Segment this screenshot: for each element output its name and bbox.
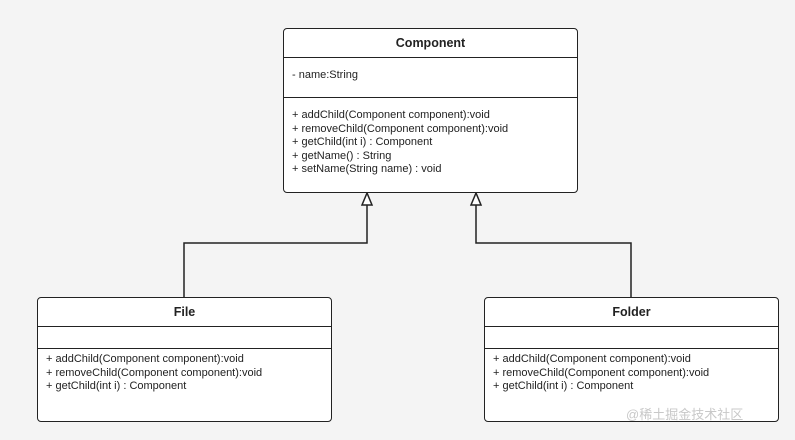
folder-op-getchild: + getChild(int i) : Component	[493, 380, 634, 392]
folder-attributes	[485, 327, 778, 349]
component-op-setname: + setName(String name) : void	[292, 163, 442, 175]
folder-class-box: Folder + addChild(Component component):v…	[484, 297, 779, 422]
file-operations: + addChild(Component component):void + r…	[38, 349, 331, 394]
file-class-name: File	[38, 298, 331, 327]
file-attributes	[38, 327, 331, 349]
component-class-box: Component - name:String + addChild(Compo…	[283, 28, 578, 193]
folder-class-name: Folder	[485, 298, 778, 327]
folder-inheritance-arrowhead	[469, 191, 483, 206]
component-op-removechild: + removeChild(Component component):void	[292, 122, 509, 135]
folder-inheritance-line	[475, 205, 632, 297]
component-op-getname: + getName() : String	[292, 149, 392, 162]
component-op-getchild: + getChild(int i) : Component	[292, 136, 433, 148]
component-operations: + addChild(Component component):void + r…	[284, 98, 577, 177]
folder-op-addchild: + addChild(Component component):void	[493, 353, 691, 365]
folder-operations: + addChild(Component component):void + r…	[485, 349, 778, 394]
folder-op-removechild: + removeChild(Component component):void	[493, 366, 710, 379]
component-op-addchild: + addChild(Component component):void	[292, 109, 490, 121]
file-inheritance-line	[183, 205, 368, 297]
file-op-removechild: + removeChild(Component component):void	[46, 366, 263, 379]
watermark-text: @稀土掘金技术社区	[626, 407, 744, 422]
file-op-addchild: + addChild(Component component):void	[46, 353, 244, 365]
component-attribute-name: - name:String	[292, 69, 359, 81]
component-class-name: Component	[284, 29, 577, 58]
file-op-getchild: + getChild(int i) : Component	[46, 380, 187, 392]
component-attributes: - name:String	[284, 58, 577, 98]
file-class-box: File + addChild(Component component):voi…	[37, 297, 332, 422]
file-inheritance-arrowhead	[360, 191, 374, 206]
